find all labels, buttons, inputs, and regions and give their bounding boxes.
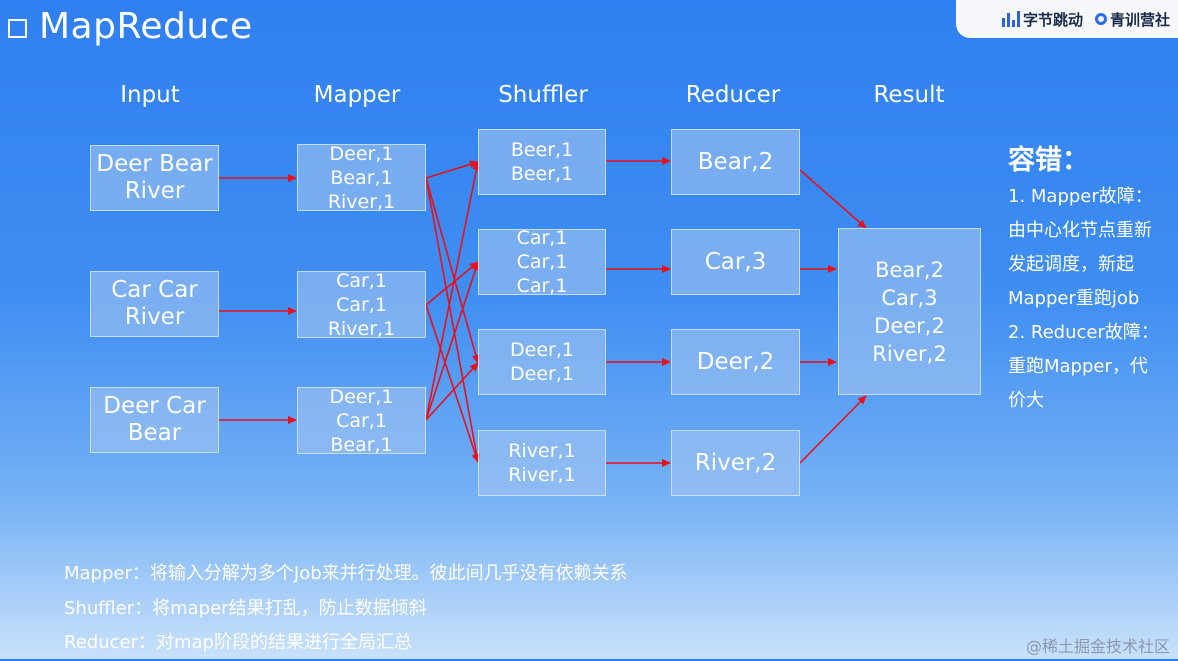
arrow-reducer4-result	[799, 395, 867, 464]
fault-tolerance-text: 1. Mapper故障： 由中心化节点重新 发起调度，新起 Mapper重跑jo…	[1008, 180, 1178, 418]
title-area: MapReduce	[8, 6, 253, 47]
column-header-reducer: Reducer	[685, 82, 781, 108]
column-header-shuffler: Shuffler	[498, 82, 588, 108]
fault-tolerance-line: 由中心化节点重新	[1008, 220, 1152, 241]
bullet-square-icon	[8, 19, 27, 38]
fault-tolerance-line: Mapper重跑job	[1008, 288, 1140, 309]
page-title: MapReduce	[39, 6, 253, 47]
column-header-result: Result	[873, 82, 945, 108]
fault-tolerance-line: 1. Mapper故障：	[1008, 186, 1153, 207]
arrow-mapper1-shuffler4	[425, 177, 481, 463]
arrow-reducer1-result	[799, 169, 867, 229]
arrow-mapper3-shuffler3	[425, 362, 479, 421]
arrow-mapper2-shuffler2a	[425, 261, 479, 306]
camp-ring-icon	[1094, 13, 1107, 25]
watermark: @稀土掘金技术社区	[1025, 637, 1170, 656]
brand-badge: 字节跳动 青训营社	[956, 0, 1178, 38]
reducer-box-2: Car,3	[671, 229, 800, 295]
arrow-mapper3-shuffler1	[425, 161, 481, 421]
arrow-mapper1-shuffler3	[425, 177, 480, 364]
stage-notes: Mapper：将输入分解为多个Job来并行处理。彼此间几乎没有依赖关系 Shuf…	[64, 557, 628, 661]
arrow-mapper1-shuffler1	[425, 160, 479, 179]
reducer-box-1: Bear,2	[671, 129, 800, 195]
arrow-mapper2-shuffler4	[425, 304, 480, 463]
fault-tolerance-line: 2. Reducer故障：	[1008, 322, 1159, 343]
fault-tolerance-line: 重跑Mapper，代	[1008, 356, 1148, 377]
camp-logo: 青训营社	[1094, 9, 1170, 30]
reducer-box-4: River,2	[671, 430, 800, 496]
note-reducer: Reducer：对map阶段的结果进行全局汇总	[64, 632, 412, 653]
fault-tolerance-line: 价大	[1008, 390, 1044, 411]
column-header-mapper: Mapper	[313, 82, 401, 108]
bytedance-logo: 字节跳动	[1001, 9, 1083, 30]
column-header-input: Input	[120, 82, 180, 108]
arrow-mapper3-shuffler2	[425, 261, 480, 421]
note-shuffler: Shuffler：将maper结果打乱，防止数据倾斜	[64, 597, 427, 619]
bytedance-bars-icon	[1001, 11, 1020, 27]
fault-tolerance-title: 容错：	[1008, 145, 1089, 176]
note-mapper: Mapper：将输入分解为多个Job来并行处理。彼此间几乎没有依赖关系	[64, 563, 628, 584]
reducer-box-3: Deer,2	[671, 329, 800, 395]
fault-tolerance-line: 发起调度，新起	[1008, 254, 1134, 275]
